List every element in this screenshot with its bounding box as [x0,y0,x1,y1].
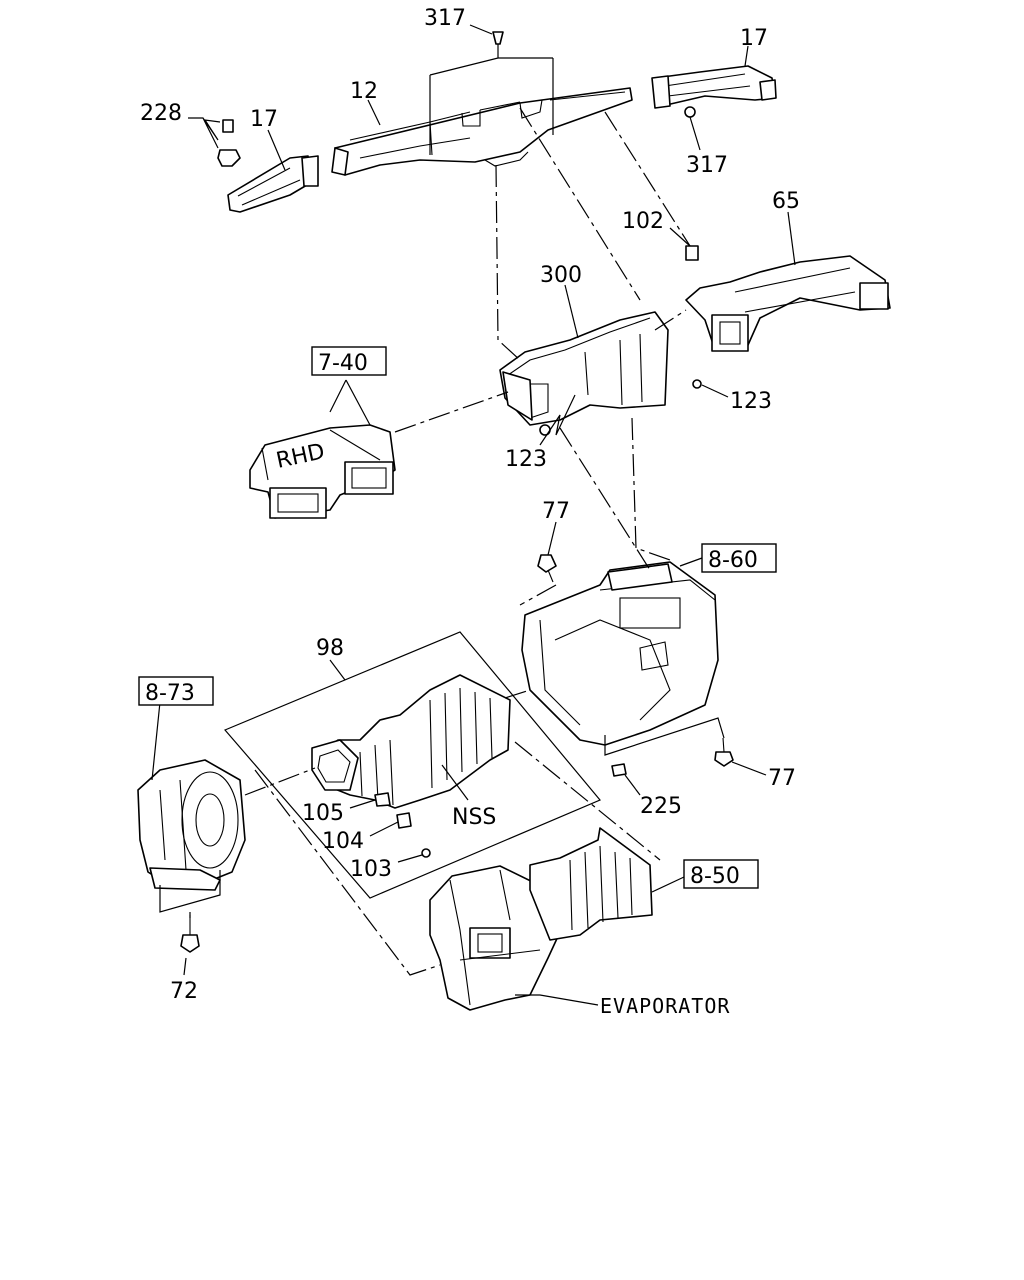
ref-8-73: 8-73 [145,681,195,706]
leader-lines [151,24,796,1006]
label-98: 98 [316,636,344,661]
label-317-right: 317 [686,153,728,178]
bellows-duct-8-50 [529,827,653,941]
clip-103 [421,848,431,858]
ref-8-60: 8-60 [708,548,758,573]
blower-unit [137,759,246,891]
evaporator-unit [429,865,561,1011]
screw-77-top [537,554,557,583]
center-duct-300 [499,311,669,426]
clip-317-top [492,31,504,45]
label-72: 72 [170,979,198,1004]
label-nss: NSS [452,805,496,830]
heater-unit [521,561,719,746]
label-300: 300 [540,263,582,288]
label-123-right: 123 [730,389,772,414]
label-228: 228 [140,101,182,126]
clip-225 [611,763,627,777]
screw-77-right [714,737,734,767]
label-77-right: 77 [768,766,796,791]
label-17-right: 17 [740,26,768,51]
duct-65 [685,255,891,352]
clip-123-right [692,379,702,389]
label-12: 12 [350,79,378,104]
label-65: 65 [772,189,800,214]
ref-box-7-40 [311,346,387,376]
label-103: 103 [350,857,392,882]
ref-box-8-50 [683,859,759,889]
part-labels: 317 17 12 228 17 317 65 102 300 123 123 … [140,6,800,1018]
clip-317-right [684,106,696,118]
bellows-duct-nss [311,674,511,809]
ref-box-8-60 [701,543,777,573]
side-duct-17-right [651,65,777,109]
clip-105 [374,792,391,807]
label-123-mid: 123 [505,447,547,472]
label-225: 225 [640,794,682,819]
ref-box-8-73 [138,676,214,706]
rhd-duct: RHD [249,424,396,519]
label-77-top: 77 [542,499,570,524]
ref-8-50: 8-50 [690,864,740,889]
label-105: 105 [302,801,344,826]
screw-228 [217,119,241,167]
clip-102 [685,245,699,261]
label-17-left: 17 [250,107,278,132]
clip-104 [396,812,412,829]
reference-boxes: 7-40 8-60 8-73 8-50 [138,346,777,889]
label-104: 104 [322,829,364,854]
screw-72 [180,915,200,953]
label-evaporator: EVAPORATOR [600,994,730,1018]
ref-7-40: 7-40 [318,351,368,376]
clip-123-mid [539,424,551,436]
label-102: 102 [622,209,664,234]
label-317-top: 317 [424,6,466,31]
side-duct-17-left [227,155,319,213]
